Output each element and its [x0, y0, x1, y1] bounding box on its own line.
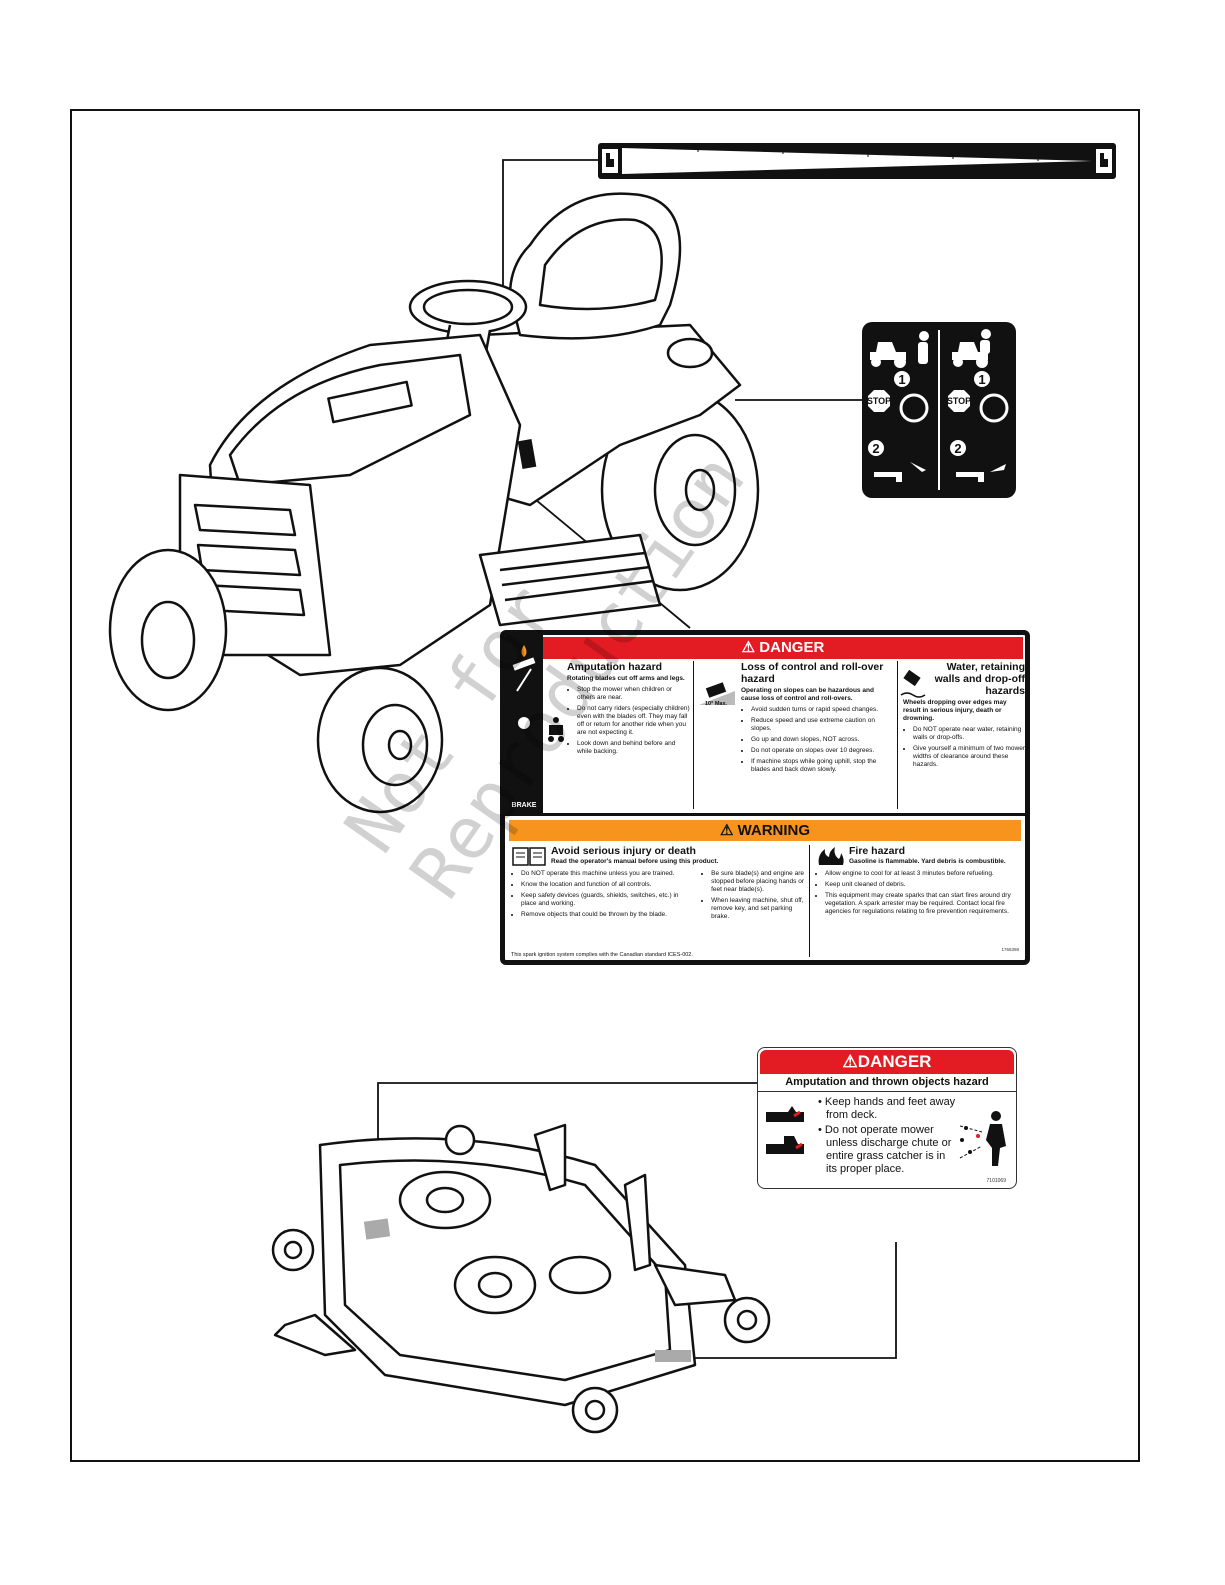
warning-header: ⚠ WARNING: [509, 820, 1021, 841]
brake-label: BRAKE: [511, 802, 537, 809]
list-item: Know the location and function of all co…: [521, 881, 695, 889]
rollover-title: Loss of control and roll-over hazard: [741, 661, 884, 685]
slope-tractor-icon: [699, 682, 735, 705]
amputation-hazard-section: Amputation hazard Rotating blades cut of…: [567, 661, 691, 811]
list-item: Avoid sudden turns or rapid speed change…: [751, 706, 893, 714]
brake-circle-icon: [518, 717, 530, 729]
list-item: Give yourself a minimum of two mower wid…: [913, 745, 1025, 769]
list-item: Reduce speed and use extreme caution on …: [751, 717, 893, 733]
injury-title: Avoid serious injury or death: [551, 845, 696, 857]
column-divider: [693, 661, 694, 809]
svg-text:1: 1: [898, 372, 905, 387]
column-divider: [897, 661, 898, 809]
amputation-subtitle: Rotating blades cut off arms and legs.: [567, 675, 685, 682]
injury-section: Avoid serious injury or death Read the o…: [511, 845, 807, 924]
list-item: Be sure blade(s) and engine are stopped …: [711, 870, 807, 894]
brake-panel: BRAKE: [505, 635, 543, 813]
page-frame: [70, 109, 1140, 1462]
svg-text:2: 2: [872, 441, 879, 456]
list-item: Keep hands and feet away from deck.: [818, 1096, 958, 1122]
rider-child-icon: [548, 717, 564, 742]
water-subtitle: Wheels dropping over edges may result in…: [903, 699, 1007, 722]
canada-compliance-notice: This spark ignition system complies with…: [511, 952, 693, 958]
danger-header: ⚠ DANGER: [543, 637, 1023, 659]
list-item: Remove objects that could be thrown by t…: [521, 911, 695, 919]
list-item: Keep unit cleaned of debris.: [825, 881, 1025, 889]
fire-hazard-section: Fire hazard Gasoline is flammable. Yard …: [815, 845, 1025, 919]
svg-text:STOP: STOP: [947, 396, 971, 406]
hand-foot-blade-icon: [766, 1106, 804, 1154]
warning-label: WARNING: [737, 822, 811, 839]
list-item: Do NOT operate this machine unless you a…: [521, 870, 695, 878]
list-item: Go up and down slopes, NOT across.: [751, 736, 893, 744]
fire-icon: [818, 847, 844, 865]
water-title: Water, retaining walls and drop-off haza…: [934, 661, 1025, 697]
list-item: Allow engine to cool for at least 3 minu…: [825, 870, 1025, 878]
svg-text:1: 1: [978, 372, 985, 387]
deck-part-number: 7101069: [986, 1178, 1006, 1184]
deck-danger-decal: ⚠DANGER Amputation and thrown objects ha…: [757, 1047, 1017, 1189]
mower-deck-illustration: [271, 1123, 771, 1434]
danger-label: DANGER: [759, 639, 825, 656]
list-item: Look down and behind before and while ba…: [577, 740, 691, 756]
slope-max-label: 10° Max.: [705, 701, 728, 707]
amputation-title: Amputation hazard: [567, 661, 663, 673]
list-item: Do not operate on slopes over 10 degrees…: [751, 747, 893, 755]
slope-gauge-decal: [598, 143, 1116, 179]
slope-gauge-graphic: [602, 148, 1112, 174]
part-number: 1766398: [1001, 947, 1019, 952]
list-item: Do NOT operate near water, retaining wal…: [913, 726, 1025, 742]
pictogram-graphic: STOP STOP 1 1 2 2: [867, 329, 1009, 490]
deck-danger-label: DANGER: [857, 1052, 932, 1071]
list-item: This equipment may create sparks that ca…: [825, 892, 1025, 916]
operators-manual-icon: [512, 847, 546, 866]
brake-pedal-icon: [512, 645, 536, 692]
main-safety-decal: BRAKE ⚠ DANGER Amputation hazard Rotatin…: [500, 630, 1030, 965]
operation-pictogram-decal: STOP STOP 1 1 2 2: [862, 322, 1016, 498]
thrown-objects-icon: [959, 1111, 1006, 1166]
warning-triangle-icon: ⚠: [842, 1052, 858, 1071]
list-item: Keep safety devices (guards, shields, sw…: [521, 892, 695, 908]
rollover-hazard-section: Loss of control and roll-over hazard Ope…: [741, 661, 893, 811]
warning-triangle-icon: ⚠: [741, 639, 760, 656]
deck-hazard-title: Amputation and thrown objects hazard: [758, 1076, 1016, 1092]
list-item: Stop the mower when children or others a…: [577, 686, 691, 702]
column-divider: [809, 845, 810, 957]
svg-text:2: 2: [954, 441, 961, 456]
fire-subtitle: Gasoline is flammable. Yard debris is co…: [849, 858, 1006, 865]
water-hazard-section: Water, retaining walls and drop-off haza…: [903, 661, 1025, 811]
section-separator: [505, 813, 1025, 816]
water-dropoff-icon: [900, 669, 926, 698]
list-item: Do not operate mower unless discharge ch…: [818, 1124, 958, 1176]
list-item: When leaving machine, shut off, remove k…: [711, 897, 807, 921]
rollover-subtitle: Operating on slopes can be hazardous and…: [741, 687, 874, 702]
warning-triangle-icon: ⚠: [719, 822, 738, 839]
riding-mower-illustration: [108, 192, 760, 814]
injury-subtitle: Read the operator's manual before using …: [551, 858, 719, 865]
list-item: If machine stops while going uphill, sto…: [751, 758, 893, 774]
deck-danger-header: ⚠DANGER: [760, 1050, 1014, 1074]
list-item: Do not carry riders (especially children…: [577, 705, 691, 737]
fire-title: Fire hazard: [849, 845, 906, 857]
deck-instructions: Keep hands and feet away from deck. Do n…: [818, 1096, 958, 1178]
svg-text:STOP: STOP: [867, 396, 891, 406]
